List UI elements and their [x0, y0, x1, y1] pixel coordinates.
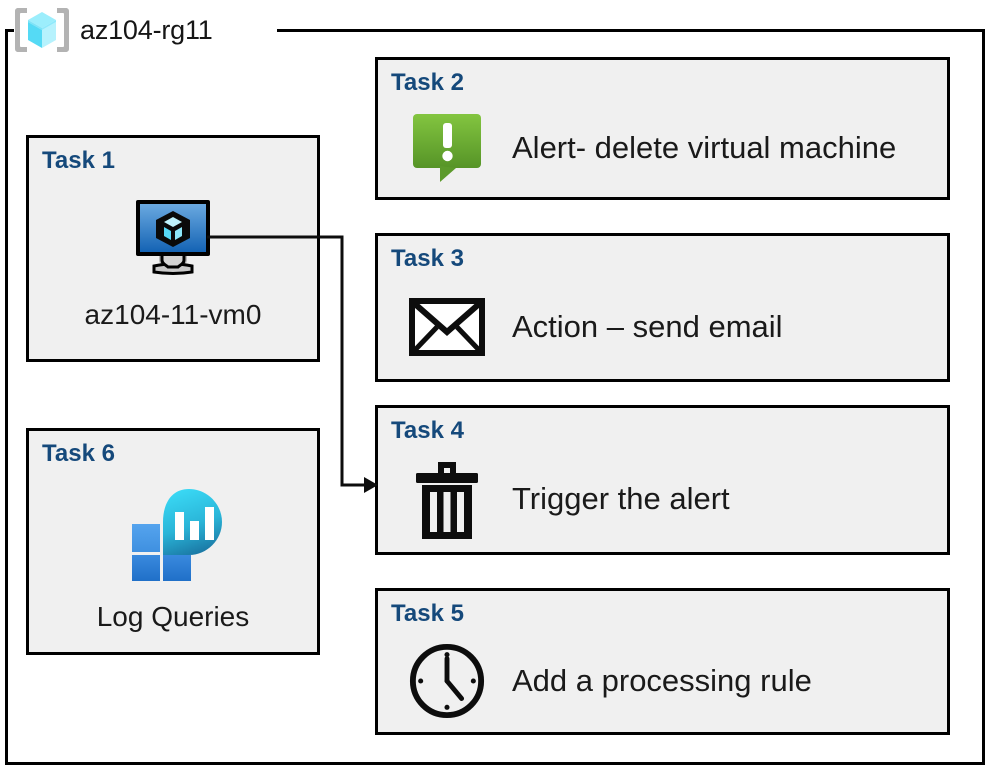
task-6-card[interactable]: Task 6 — [26, 428, 320, 655]
task-6-icon-wrap — [29, 489, 317, 581]
task-2-card[interactable]: Task 2 Alert- delete virtual machin — [375, 57, 950, 200]
frame-right-edge — [982, 29, 985, 765]
task-3-label: Action – send email — [512, 308, 783, 344]
resource-group-name: az104-rg11 — [80, 14, 213, 45]
task-4-icon-wrap — [408, 461, 486, 539]
task-6-label: Log Queries — [96, 601, 250, 632]
task-2-icon-wrap — [408, 109, 486, 187]
task-1-card[interactable]: Task 1 — [26, 135, 320, 362]
resource-group-header: az104-rg11 — [14, 2, 219, 58]
trash-can-icon — [416, 461, 478, 539]
task-1-title: Task 1 — [42, 147, 115, 174]
task-3-card[interactable]: Task 3 Action – send email — [375, 233, 950, 382]
alert-bubble-icon — [413, 114, 481, 182]
envelope-icon — [409, 298, 485, 356]
task-2-label: Alert- delete virtual machine — [512, 129, 897, 165]
task-1-label: az104-11-vm0 — [84, 299, 262, 330]
task-3-row: Action – send email — [408, 279, 937, 375]
virtual-machine-icon — [136, 200, 210, 275]
azure-resource-group-icon — [15, 8, 69, 52]
task-5-icon-wrap — [408, 642, 486, 720]
task-5-row: Add a processing rule — [408, 634, 937, 728]
task-4-label: Trigger the alert — [512, 481, 730, 517]
frame-left-edge — [5, 29, 8, 765]
task-5-title: Task 5 — [391, 600, 464, 627]
task-2-title: Task 2 — [391, 69, 464, 96]
task-4-card[interactable]: Task 4 Trigger the alert — [375, 405, 950, 555]
task-4-row: Trigger the alert — [408, 451, 937, 548]
task-6-title: Task 6 — [42, 440, 115, 467]
log-analytics-icon — [132, 489, 222, 581]
task-3-icon-wrap — [408, 288, 486, 366]
frame-bottom-edge — [5, 762, 985, 765]
task-5-card[interactable]: Task 5 Add a processing rule — [375, 588, 950, 735]
clock-icon — [409, 643, 485, 719]
task-2-row: Alert- delete virtual machine — [408, 103, 937, 193]
task-3-title: Task 3 — [391, 245, 464, 272]
task-4-title: Task 4 — [391, 417, 464, 444]
task-1-icon-wrap — [29, 196, 317, 278]
task-5-label: Add a processing rule — [512, 662, 812, 698]
frame-top-edge-right — [277, 29, 985, 32]
